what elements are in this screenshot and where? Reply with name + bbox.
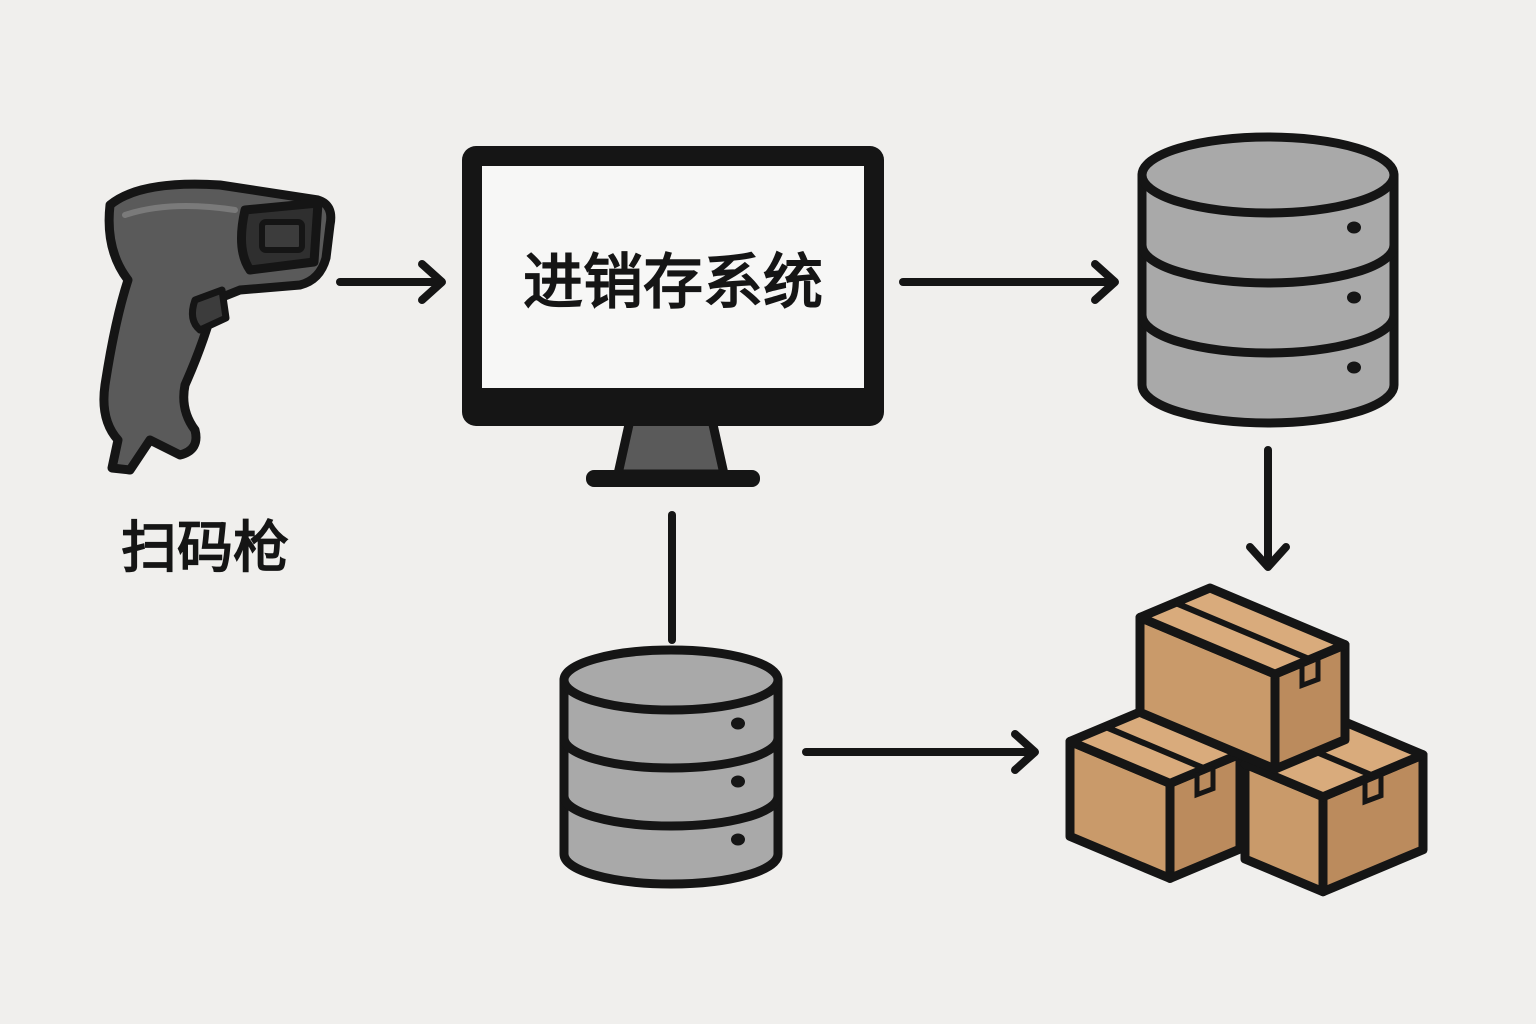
boxes-icon <box>1065 583 1428 897</box>
monitor-screen <box>482 166 864 388</box>
monitor-stand <box>613 415 729 479</box>
database-icon-server <box>1137 132 1399 428</box>
database-indicator-dot <box>731 775 745 788</box>
database-indicator-dot <box>731 717 745 730</box>
database-body <box>559 675 783 889</box>
scanner-highlight <box>122 203 238 218</box>
box-tape-flap <box>1299 657 1321 690</box>
database-indicator-dot <box>1347 361 1361 374</box>
box-tape-flap <box>1362 773 1384 806</box>
scanner-trigger <box>188 286 230 334</box>
database-band-divider <box>1137 244 1399 288</box>
arrow-database-to-inventory <box>1246 446 1290 571</box>
scanner-lens <box>259 219 305 253</box>
system-label: 进销存系统 <box>523 248 823 318</box>
arrow-local-database-to-inventory <box>802 730 1039 774</box>
database-top <box>559 645 783 715</box>
database-icon-local <box>559 645 783 889</box>
monitor-base <box>586 470 760 487</box>
database-indicator-dot <box>731 833 745 846</box>
database-top <box>1137 132 1399 218</box>
arrow-scanner-to-system <box>336 260 446 304</box>
box-tape-flap <box>1194 766 1216 799</box>
database-band-divider <box>1137 314 1399 358</box>
database-indicator-dot <box>1347 291 1361 304</box>
barcode-scanner-icon <box>99 179 336 475</box>
scanner-label: 扫码枪 <box>121 516 289 581</box>
monitor-icon <box>462 146 884 487</box>
database-body <box>1137 170 1399 428</box>
box-tape <box>1173 599 1312 663</box>
database-indicator-dot <box>1347 221 1361 234</box>
box-tape <box>1103 723 1207 772</box>
database-band-divider <box>559 795 783 831</box>
database-band-divider <box>559 737 783 773</box>
arrow-system-to-database <box>899 260 1119 304</box>
